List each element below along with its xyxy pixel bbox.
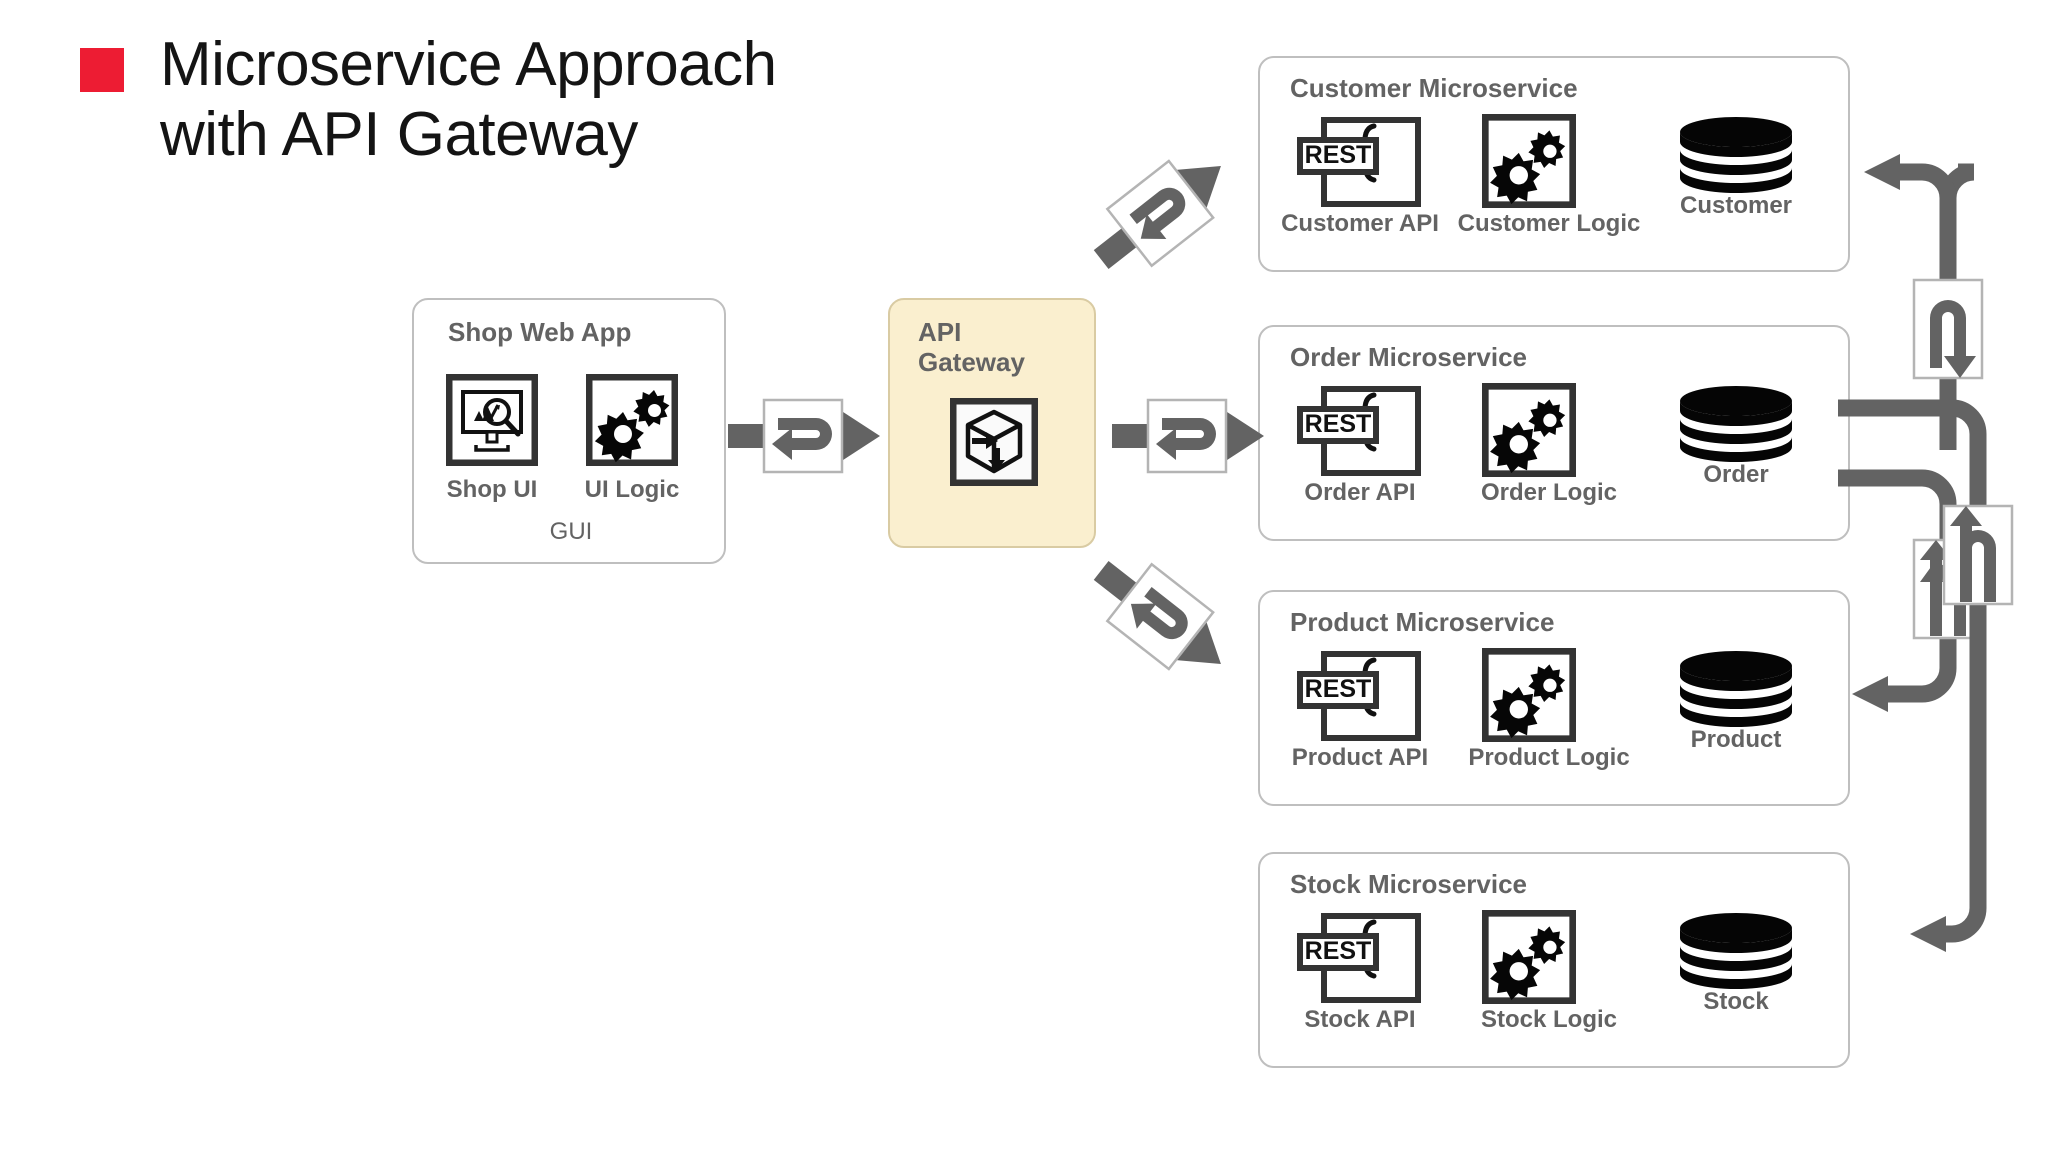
- order-logic-label: Order Logic: [1480, 479, 1618, 506]
- svg-text:REST: REST: [1305, 675, 1372, 703]
- product-logic-label: Product Logic: [1468, 744, 1630, 771]
- stock-db-label: Stock: [1703, 988, 1769, 1015]
- gui-caption: GUI: [549, 518, 593, 545]
- stock-api-label: Stock API: [1304, 1006, 1416, 1033]
- connector-gateway-to-product: [1073, 536, 1258, 705]
- order-db-label: Order: [1703, 461, 1769, 488]
- shop-web-app-title: Shop Web App: [448, 317, 632, 347]
- order-microservice-title: Order Microservice: [1290, 342, 1528, 372]
- gears-icon: [1482, 383, 1576, 477]
- api-gateway-card[interactable]: API Gateway: [888, 298, 1096, 548]
- order-microservice-card[interactable]: Order Microservice REST Order API Ord: [1258, 325, 1850, 541]
- title-marker-square: [80, 48, 124, 92]
- rest-api-icon: REST: [1296, 385, 1424, 477]
- product-db-label: Product: [1690, 726, 1782, 753]
- svg-text:REST: REST: [1305, 141, 1372, 169]
- stock-microservice-card[interactable]: Stock Microservice REST Stock API Sto: [1258, 852, 1850, 1068]
- connector-order-to-customer-return: [1838, 130, 2048, 450]
- database-cylinder-icon: [1674, 648, 1798, 742]
- api-gateway-title: API Gateway: [918, 317, 1025, 377]
- connector-order-to-stock-return: [1838, 388, 2048, 978]
- product-microservice-card[interactable]: Product Microservice REST Product API: [1258, 590, 1850, 806]
- gears-icon: [1482, 910, 1576, 1004]
- gears-icon: [586, 374, 678, 466]
- stock-logic-label: Stock Logic: [1480, 1006, 1618, 1033]
- shop-ui-label: Shop UI: [446, 476, 538, 503]
- product-microservice-title: Product Microservice: [1290, 607, 1555, 637]
- rest-api-icon: REST: [1296, 650, 1424, 742]
- customer-microservice-card[interactable]: Customer Microservice REST Customer API: [1258, 56, 1850, 272]
- customer-logic-label: Customer Logic: [1457, 210, 1641, 237]
- database-cylinder-icon: [1674, 383, 1798, 477]
- svg-text:REST: REST: [1305, 410, 1372, 438]
- database-cylinder-icon: [1674, 910, 1798, 1004]
- gears-icon: [1482, 648, 1576, 742]
- gears-icon: [1482, 114, 1576, 208]
- customer-db-label: Customer: [1679, 192, 1793, 219]
- ui-logic-label: UI Logic: [584, 476, 680, 503]
- connector-shop-to-gateway: [728, 396, 892, 476]
- connector-gateway-to-customer: [1073, 125, 1258, 294]
- page-title-line1: Microservice Approach: [160, 30, 777, 99]
- rest-api-icon: REST: [1296, 116, 1424, 208]
- page-title-line2: with API Gateway: [160, 100, 638, 170]
- monitor-search-icon: [446, 374, 538, 466]
- page-title: Microservice Approach with API Gateway: [160, 30, 1060, 170]
- shop-web-app-card[interactable]: Shop Web App Shop UI: [412, 298, 726, 564]
- stock-microservice-title: Stock Microservice: [1290, 869, 1528, 899]
- connector-gateway-to-order: [1112, 396, 1276, 476]
- database-cylinder-icon: [1674, 114, 1798, 208]
- svg-text:REST: REST: [1305, 937, 1372, 965]
- component-cube-icon: [950, 398, 1038, 486]
- rest-api-icon: REST: [1296, 912, 1424, 1004]
- customer-api-label: Customer API: [1281, 210, 1439, 237]
- product-api-label: Product API: [1291, 744, 1429, 771]
- customer-microservice-title: Customer Microservice: [1290, 73, 1578, 103]
- order-api-label: Order API: [1304, 479, 1416, 506]
